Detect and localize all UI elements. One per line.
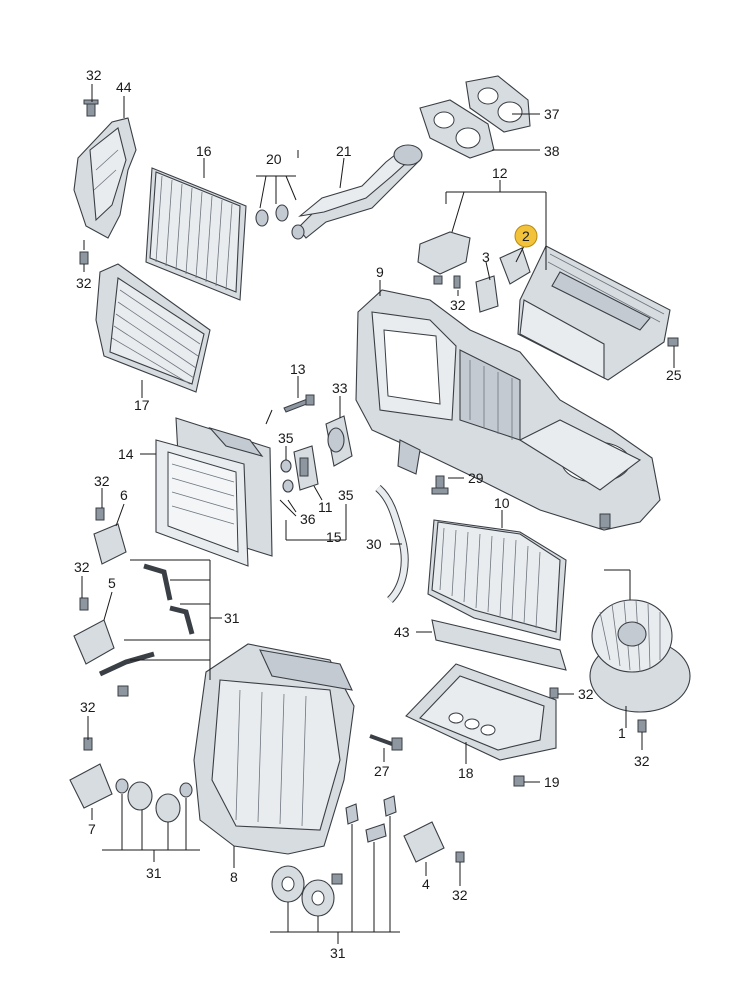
callout-32: 32: [634, 753, 650, 769]
callout-2-badge: [514, 224, 538, 248]
callout-15: 15: [326, 529, 342, 545]
heater-core-part: [145, 167, 247, 301]
servo-motor-part: [453, 275, 499, 313]
actuator-part: [403, 821, 465, 863]
callout-2: 2: [522, 228, 530, 244]
callout-38: 38: [544, 143, 560, 159]
callout-27: 27: [374, 763, 390, 779]
callout-4: 4: [422, 876, 430, 892]
actuator-part: [69, 737, 113, 809]
gear-wheel-part: [115, 778, 193, 823]
heat-exchanger-part: [155, 417, 273, 567]
callout-labels: 32 44 16 20 21 37 38 12 2 3 32 32 9 25 1…: [74, 67, 682, 961]
callout-35: 35: [338, 487, 354, 503]
cover-plate-part: [405, 663, 557, 761]
leader-lines: [81, 84, 675, 944]
blower-housing-upper-part: [517, 245, 679, 381]
callout-36: 36: [300, 511, 316, 527]
callout-20: 20: [266, 151, 282, 167]
bolt-part: [79, 99, 99, 265]
callout-32: 32: [86, 67, 102, 83]
linkage-rod-part: [98, 563, 195, 697]
callout-19: 19: [544, 774, 560, 790]
callout-1: 1: [618, 725, 626, 741]
expansion-valve-part: [293, 415, 353, 491]
temperature-sensor-part: [369, 734, 403, 751]
callout-8: 8: [230, 869, 238, 885]
callout-6: 6: [120, 487, 128, 503]
lever-part: [345, 795, 397, 843]
callout-32: 32: [76, 275, 92, 291]
blower-motor-part: [589, 599, 691, 733]
callout-32: 32: [74, 559, 90, 575]
o-ring-part: [280, 459, 294, 493]
callout-9: 9: [376, 264, 384, 280]
evaporator-part: [95, 263, 211, 393]
flap-actuator-part: [417, 231, 471, 285]
callout-32: 32: [578, 686, 594, 702]
callout-32: 32: [452, 887, 468, 903]
o-ring-part: [255, 204, 289, 227]
callout-7: 7: [88, 821, 96, 837]
callout-33: 33: [332, 380, 348, 396]
pollen-filter-part: [427, 519, 567, 641]
clip-part: [513, 687, 559, 787]
drain-hose-part: [375, 484, 409, 603]
callout-25: 25: [666, 367, 682, 383]
callout-18: 18: [458, 765, 474, 781]
callout-32: 32: [450, 297, 466, 313]
seal-strip-part: [431, 619, 567, 671]
callout-31: 31: [146, 865, 162, 881]
air-duct-part: [73, 117, 137, 239]
callout-29: 29: [468, 470, 484, 486]
callout-43: 43: [394, 624, 410, 640]
callout-17: 17: [134, 397, 150, 413]
servo-motor-highlighted-part: [499, 247, 531, 285]
callout-14: 14: [118, 446, 134, 462]
lower-housing-part: [193, 643, 355, 855]
screw-part: [431, 475, 449, 495]
callout-37: 37: [544, 106, 560, 122]
callout-13: 13: [290, 361, 306, 377]
callout-10: 10: [494, 495, 510, 511]
callout-35: 35: [278, 430, 294, 446]
coolant-pipes-part: [291, 144, 423, 240]
actuator-part: [73, 597, 115, 665]
callout-31: 31: [224, 610, 240, 626]
gear-wheel-part: [271, 865, 343, 917]
callout-30: 30: [366, 536, 382, 552]
callout-31: 31: [330, 945, 346, 961]
callout-5: 5: [108, 575, 116, 591]
gasket-part: [419, 75, 531, 159]
callout-44: 44: [116, 79, 132, 95]
bolt-part: [283, 394, 315, 413]
actuator-part: [93, 507, 127, 565]
callout-32: 32: [94, 473, 110, 489]
callout-32: 32: [80, 699, 96, 715]
callout-21: 21: [336, 143, 352, 159]
callout-3: 3: [482, 249, 490, 265]
main-housing-part: [355, 289, 661, 531]
callout-16: 16: [196, 143, 212, 159]
callout-12: 12: [492, 165, 508, 181]
callout-11: 11: [318, 499, 333, 515]
